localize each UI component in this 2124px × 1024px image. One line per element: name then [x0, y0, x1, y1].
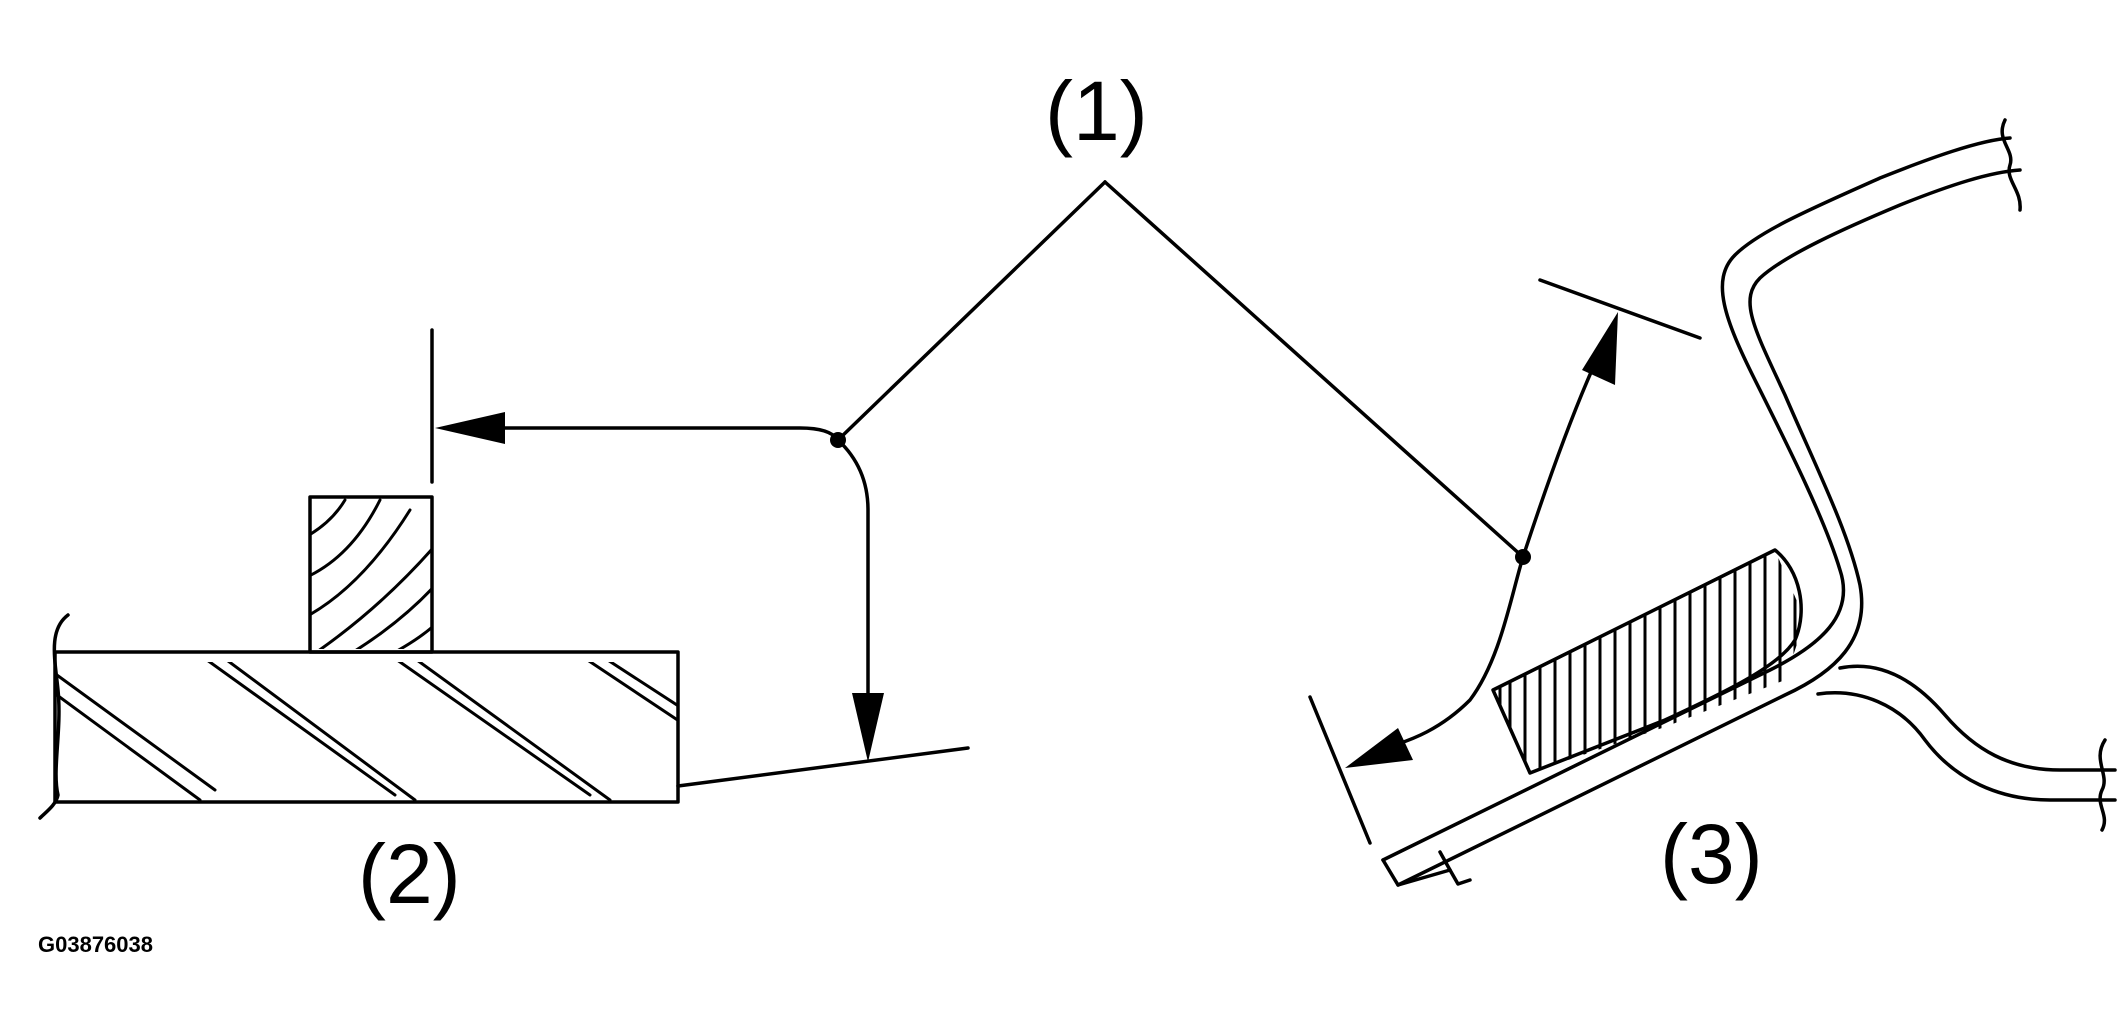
- callout-1: (1): [1045, 64, 1148, 158]
- callout-2: (2): [358, 827, 461, 921]
- leader-line-1-left: [836, 180, 1107, 442]
- arrowhead-up: [1582, 312, 1618, 385]
- block-hatching: [310, 498, 432, 649]
- arrowhead-down: [852, 693, 884, 762]
- sheet-break-right: [2098, 738, 2107, 832]
- leader-line-1-right: [1103, 180, 1525, 559]
- block: [308, 495, 434, 654]
- figure-code: G03876038: [38, 932, 153, 957]
- right-dimension: [1308, 278, 1702, 845]
- weld-surface-line: [676, 746, 970, 788]
- plate-break-line: [38, 613, 70, 820]
- arrowhead-left: [435, 412, 505, 444]
- plate-hatching: [55, 662, 678, 802]
- dimension-left: [435, 412, 884, 762]
- callout-3: (3): [1660, 807, 1763, 901]
- junction-dot-left: [830, 432, 846, 448]
- weld-bead: [1491, 548, 1803, 775]
- sheet-break-top: [2000, 118, 2022, 212]
- base-plate: [38, 613, 680, 820]
- junction-dot-right: [1515, 549, 1531, 565]
- arrowhead-down-left: [1345, 728, 1413, 768]
- bent-sheet: [1381, 118, 2117, 887]
